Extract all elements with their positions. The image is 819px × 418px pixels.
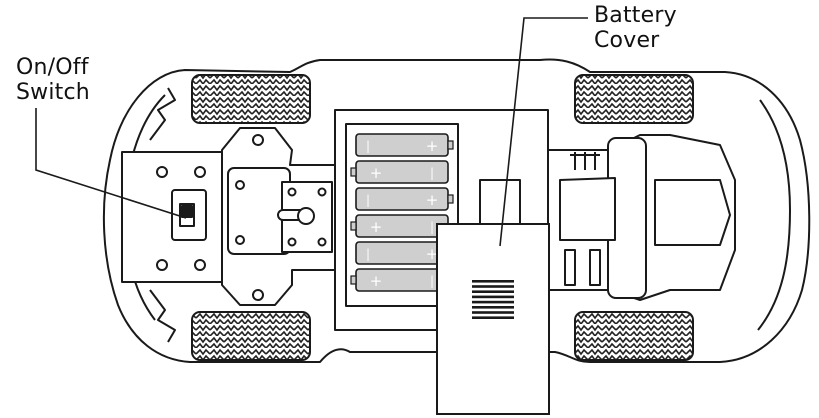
battery-plus-mark: + [370,164,383,182]
wheel-rear-right [574,311,694,361]
switch-plate [121,151,223,283]
battery-cover-vent [472,280,514,319]
battery-cell: +| [350,214,449,238]
battery-cell: +| [350,160,449,184]
battery-plus-mark: + [426,245,439,263]
battery-cell: +| [355,241,454,265]
on-off-switch-label-line1: On/Off [16,55,89,80]
on-off-switch-icon[interactable] [179,203,195,227]
leader-line-switch [35,108,187,219]
battery-cover-label: Battery Cover [594,3,677,53]
battery-minus-mark: | [366,247,370,261]
battery-plus-mark: + [370,272,383,290]
battery-cell: +| [350,268,449,292]
vent-slot [472,316,514,319]
vent-slot [472,295,514,299]
battery-minus-mark: | [430,166,434,180]
vent-slot [472,285,514,288]
wheel-front-left [191,74,311,124]
on-off-switch-label-line2: Switch [16,80,90,105]
front-trim-top [149,87,176,141]
on-off-switch-label: On/Off Switch [16,55,90,105]
battery-stack: +|+|+|+|+|+| [350,133,454,292]
vent-slot [472,306,514,309]
battery-plus-mark: + [426,137,439,155]
battery-minus-mark: | [366,193,370,207]
vent-slot [472,290,514,293]
wheel-front-right [191,311,311,361]
battery-cell: +| [355,187,454,211]
vent-slot [472,280,514,283]
car-body-inner-line-right [757,99,791,331]
battery-cell: +| [355,133,454,157]
battery-minus-mark: | [430,274,434,288]
battery-cover[interactable] [436,223,550,415]
battery-minus-mark: | [366,139,370,153]
car-body-outline [102,58,811,363]
front-trim-bottom [149,289,176,343]
wheel-rear-left [574,74,694,124]
battery-minus-mark: | [430,220,434,234]
steering-bracket [221,127,346,306]
battery-plus-mark: + [370,218,383,236]
battery-plus-mark: + [426,191,439,209]
battery-cover-label-line2: Cover [594,28,660,53]
battery-cover-label-line1: Battery [594,3,677,28]
vent-slot [472,300,514,304]
leader-line-cover [499,17,588,247]
vent-slot [472,311,514,314]
